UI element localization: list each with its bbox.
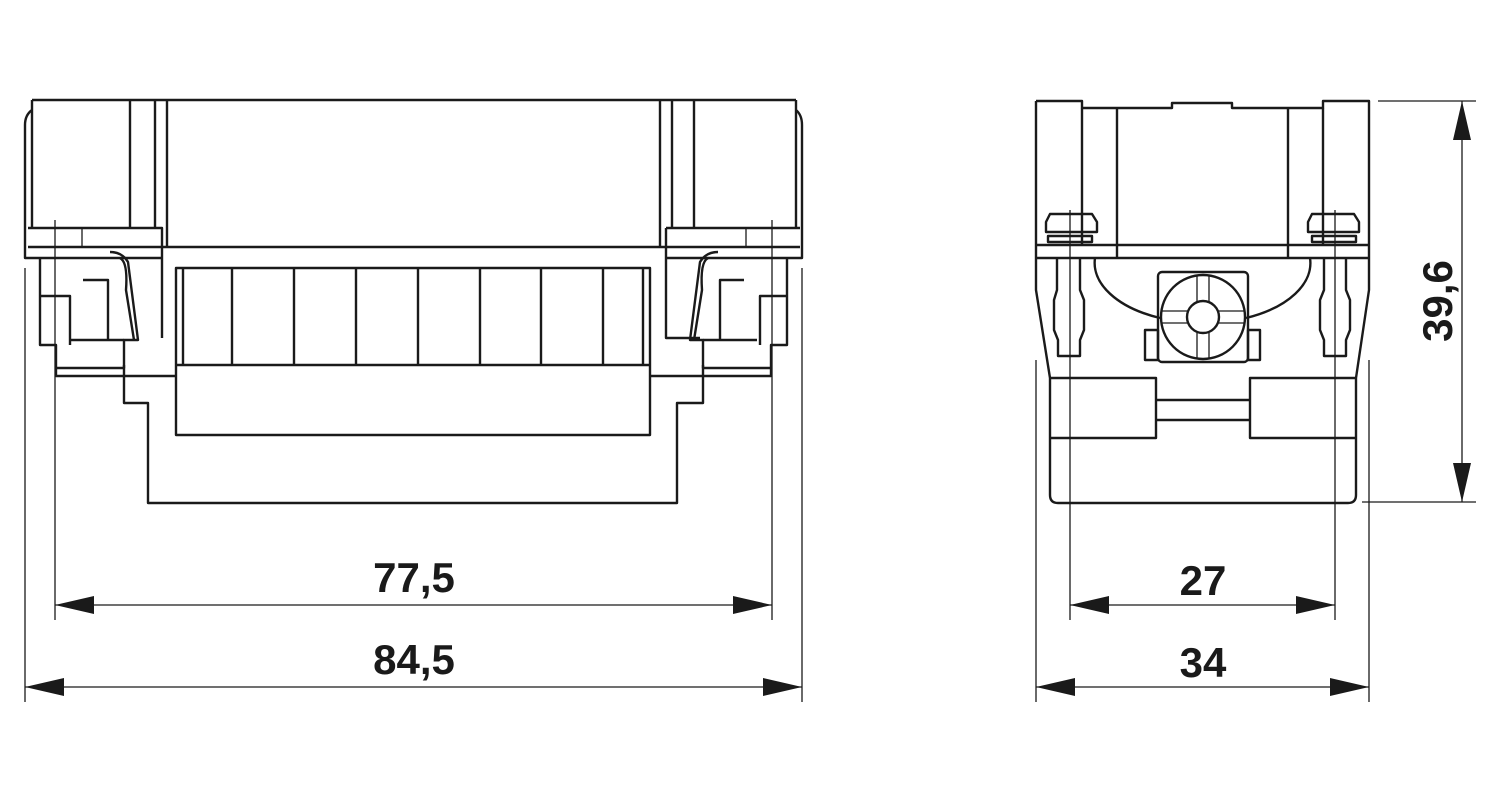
dimension-inner-width: 77,5 bbox=[373, 554, 455, 601]
right-locking-ear bbox=[688, 220, 789, 620]
housing-top bbox=[23, 98, 804, 340]
bottom-outline bbox=[122, 374, 705, 505]
right-screw bbox=[1306, 210, 1361, 620]
dimension-inner-depth: 27 bbox=[1180, 557, 1227, 604]
coding-hub bbox=[1143, 270, 1262, 364]
left-screw bbox=[1044, 210, 1099, 620]
dimension-height: 39,6 bbox=[1414, 260, 1461, 342]
dimension-overall-depth: 34 bbox=[1180, 639, 1227, 686]
dimension-overall-width: 84,5 bbox=[373, 636, 455, 683]
left-locking-ear bbox=[38, 220, 140, 620]
contact-insert bbox=[174, 266, 652, 437]
front-view bbox=[23, 98, 804, 620]
side-view bbox=[1034, 99, 1371, 620]
front-dimensions: 77,5 84,5 bbox=[24, 268, 803, 702]
side-dimensions: 27 34 39,6 bbox=[1035, 100, 1476, 702]
